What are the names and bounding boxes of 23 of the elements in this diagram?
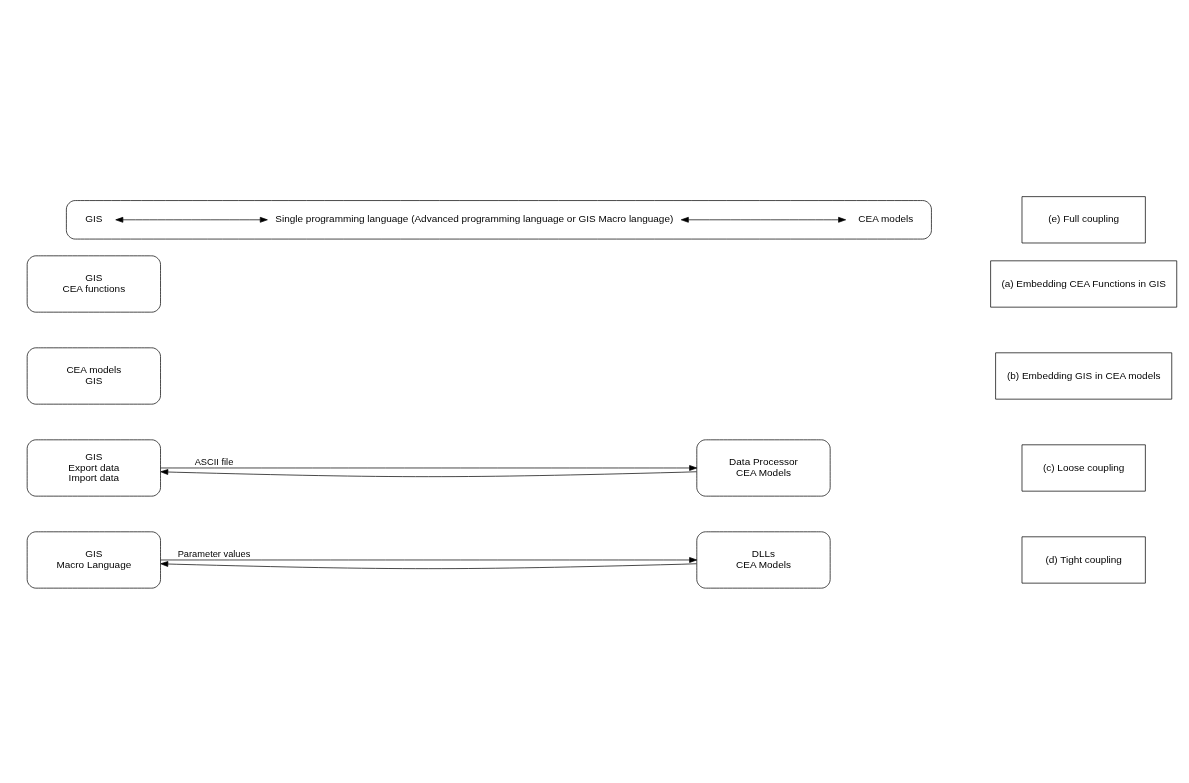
node-text: GIS	[85, 213, 103, 225]
cluster	[66, 200, 932, 240]
node-box: GIS Export data Import data	[26, 439, 161, 497]
node-box: (d) Tight coupling	[1021, 536, 1146, 584]
node-text: CEA models	[858, 213, 914, 225]
node-box: GIS Macro Language	[26, 531, 161, 589]
arrow	[160, 469, 697, 478]
arrow	[115, 216, 268, 223]
node-box: (b) Embedding GIS in CEA models	[995, 352, 1173, 400]
node-box: Data Processor CEA Models	[696, 439, 831, 497]
arrow	[160, 557, 698, 563]
arrow	[160, 561, 697, 569]
node-text: Single programming language (Advanced programming language or GIS Macro language)	[275, 213, 674, 225]
node-box: GIS CEA functions	[26, 255, 161, 313]
arrow	[680, 216, 847, 223]
edge-label: ASCII file	[194, 457, 234, 468]
node-box: (a) Embedding CEA Functions in GIS	[990, 260, 1178, 308]
arrow	[160, 465, 698, 471]
edge-label: Parameter values	[177, 549, 251, 560]
node-box: (e) Full coupling	[1021, 196, 1146, 244]
node-box: DLLs CEA Models	[696, 531, 831, 589]
node-box: CEA models GIS	[26, 347, 161, 405]
node-box: (c) Loose coupling	[1021, 444, 1146, 492]
